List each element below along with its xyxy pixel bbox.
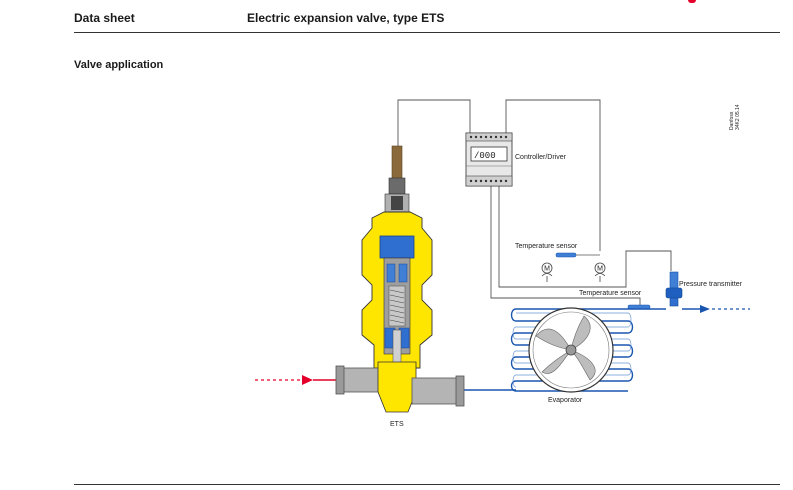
- suction-line: [516, 305, 750, 313]
- temp-sensor-top: [555, 252, 600, 258]
- footer-rule: [74, 484, 780, 485]
- control-wiring: [397, 99, 672, 308]
- evaporator-label: Evaporator: [548, 397, 583, 404]
- section-title: Valve application: [74, 59, 164, 71]
- fan-motor-1: [541, 262, 553, 282]
- controller-label: Controller/Driver: [515, 154, 567, 161]
- page-corner-mark: [688, 0, 696, 3]
- fan-motor-2: [594, 262, 606, 282]
- evaporator-coil: [510, 308, 634, 392]
- pressure-transmitter: [665, 271, 683, 307]
- fan-motor-2-label: M: [597, 266, 603, 273]
- header-doc-type: Data sheet: [74, 11, 135, 25]
- pressure-transmitter-label: Pressure transmitter: [679, 281, 743, 288]
- inlet-line: [255, 375, 340, 385]
- temp-sensor-bottom-label: Temperature sensor: [579, 290, 642, 297]
- svg-text:/000: /000: [474, 151, 496, 161]
- header-rule: [74, 32, 780, 33]
- drawing-code-line-1: Danfoss: [729, 111, 735, 130]
- evaporator-fan: [528, 307, 614, 393]
- drawing-code-line-2: 34K2 05.14: [735, 104, 741, 130]
- ets-valve: [335, 145, 465, 413]
- header-doc-title: Electric expansion valve, type ETS: [247, 11, 445, 25]
- controller-driver: /000: [465, 132, 513, 187]
- ets-label: ETS: [390, 421, 404, 428]
- temp-sensor-top-label: Temperature sensor: [515, 243, 578, 250]
- fan-motor-1-label: M: [544, 266, 550, 273]
